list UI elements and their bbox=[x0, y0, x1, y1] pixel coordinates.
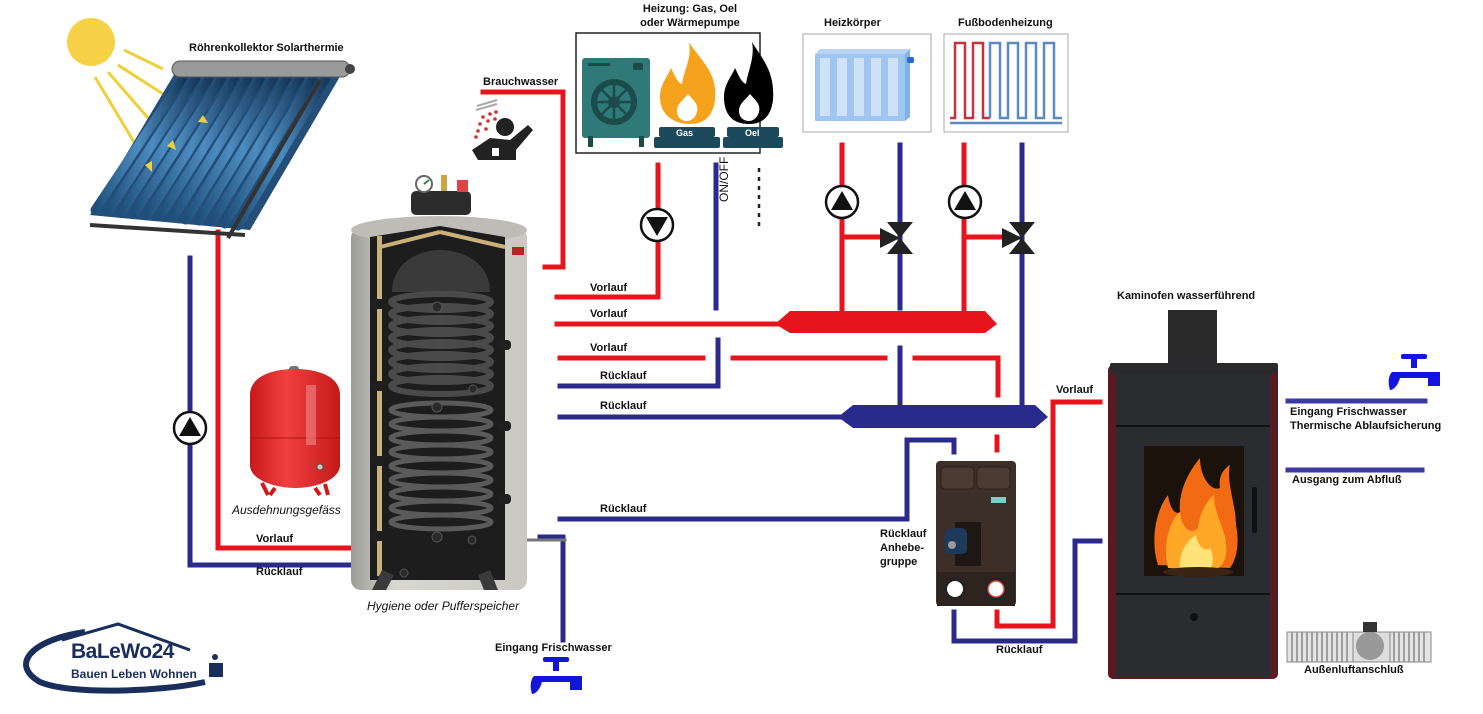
oel-label: Oel bbox=[745, 128, 760, 138]
floor-mixing-valve-icon bbox=[1002, 222, 1035, 254]
heating-source-pump-icon bbox=[639, 207, 675, 243]
vacuum-tube-collector-icon bbox=[89, 60, 355, 240]
return-booster-group-icon bbox=[936, 461, 1016, 606]
stove-icon bbox=[1108, 310, 1278, 679]
outside-air-label: Außenluftanschluß bbox=[1304, 664, 1404, 676]
balewo24-logo bbox=[23, 622, 223, 694]
oil-flame-icon bbox=[723, 42, 783, 148]
stove-ruecklauf-label: Rücklauf bbox=[996, 644, 1043, 656]
thermal-safety-tap-icon bbox=[1388, 354, 1440, 390]
sun-ray-arrows bbox=[145, 115, 208, 172]
solar-pump-icon bbox=[172, 410, 208, 446]
thermal-safety-label-line2: Thermische Ablaufsicherung bbox=[1290, 420, 1442, 432]
solar-ruecklauf-label: Rücklauf bbox=[256, 566, 303, 578]
return-booster-ruecklauf-pipe bbox=[951, 538, 1103, 644]
tank-vorlauf-2-label: Vorlauf bbox=[590, 308, 628, 320]
solar-vorlauf-pipe bbox=[215, 229, 353, 551]
expansion-vessel-label: Ausdehnungsgefäss bbox=[232, 503, 341, 517]
stove-label: Kaminofen wasserführend bbox=[1117, 290, 1256, 302]
thermal-safety-label-line1: Eingang Frischwasser bbox=[1290, 406, 1407, 418]
buffer-tank-icon bbox=[351, 175, 527, 590]
return-booster-label-line1: Rücklauf bbox=[880, 528, 927, 540]
radiator-label: Heizkörper bbox=[824, 17, 881, 29]
tank-ruecklauf-1-pipe bbox=[557, 337, 721, 389]
floor-heating-icon bbox=[950, 41, 1062, 125]
logo-subtitle: Bauen Leben Wohnen bbox=[71, 667, 197, 681]
gas-flame-icon bbox=[654, 42, 720, 148]
return-booster-label-line2: Anhebe- bbox=[880, 542, 924, 554]
outside-air-connector-icon bbox=[1286, 622, 1432, 663]
tank-vorlauf-1-label: Vorlauf bbox=[590, 282, 628, 294]
logo-title: BaLeWo24 bbox=[71, 640, 174, 663]
stove-vorlauf-label: Vorlauf bbox=[1056, 384, 1094, 396]
tank-ruecklauf-1-label: Rücklauf bbox=[600, 370, 647, 382]
stove-ruecklauf-to-tank bbox=[557, 437, 957, 522]
ruecklauf-manifold bbox=[838, 405, 1048, 428]
stove-vorlauf-pipe bbox=[994, 399, 1103, 629]
radiator-icon bbox=[815, 49, 914, 121]
tank-ruecklauf-3-label: Rücklauf bbox=[600, 503, 647, 515]
floor-heating-label: Fußbodenheizung bbox=[958, 17, 1053, 29]
solar-collector-label: Röhrenkollektor Solarthermie bbox=[189, 42, 344, 54]
floor-pump-icon bbox=[947, 184, 983, 220]
shower-icon bbox=[472, 99, 533, 160]
tank-ruecklauf-2-label: Rücklauf bbox=[600, 400, 647, 412]
radiator-pump-icon bbox=[824, 184, 860, 220]
drain-out-label: Ausgang zum Abfluß bbox=[1292, 474, 1402, 486]
pipes bbox=[187, 89, 1428, 644]
return-booster-label-line3: gruppe bbox=[880, 556, 918, 568]
tank-vorlauf-3-label: Vorlauf bbox=[590, 342, 628, 354]
gas-label: Gas bbox=[676, 128, 694, 138]
on-off-label: ON/OFF bbox=[717, 156, 731, 202]
solar-vorlauf-label: Vorlauf bbox=[256, 533, 294, 545]
brauchwasser-pipe bbox=[480, 89, 566, 270]
fresh-water-in-label: Eingang Frischwasser bbox=[495, 642, 612, 654]
fresh-water-pipe bbox=[537, 534, 566, 643]
fresh-water-tap-icon bbox=[530, 657, 582, 694]
buffer-tank-label: Hygiene oder Pufferspeicher bbox=[367, 599, 520, 613]
radiator-mixing-valve-icon bbox=[880, 222, 913, 254]
tank-vorlauf-3c-pipe bbox=[912, 355, 1001, 398]
solar-ruecklauf-pipe bbox=[187, 255, 353, 568]
expansion-vessel-icon bbox=[250, 366, 340, 497]
sun-icon bbox=[67, 18, 115, 66]
heating-source-label-line1: Heizung: Gas, Oel bbox=[642, 3, 738, 15]
heat-pump-icon bbox=[582, 58, 650, 147]
brauchwasser-label: Brauchwasser bbox=[483, 76, 559, 88]
heating-source-label-line2: oder Wärmepumpe bbox=[640, 17, 740, 29]
vorlauf-manifold bbox=[775, 311, 997, 333]
